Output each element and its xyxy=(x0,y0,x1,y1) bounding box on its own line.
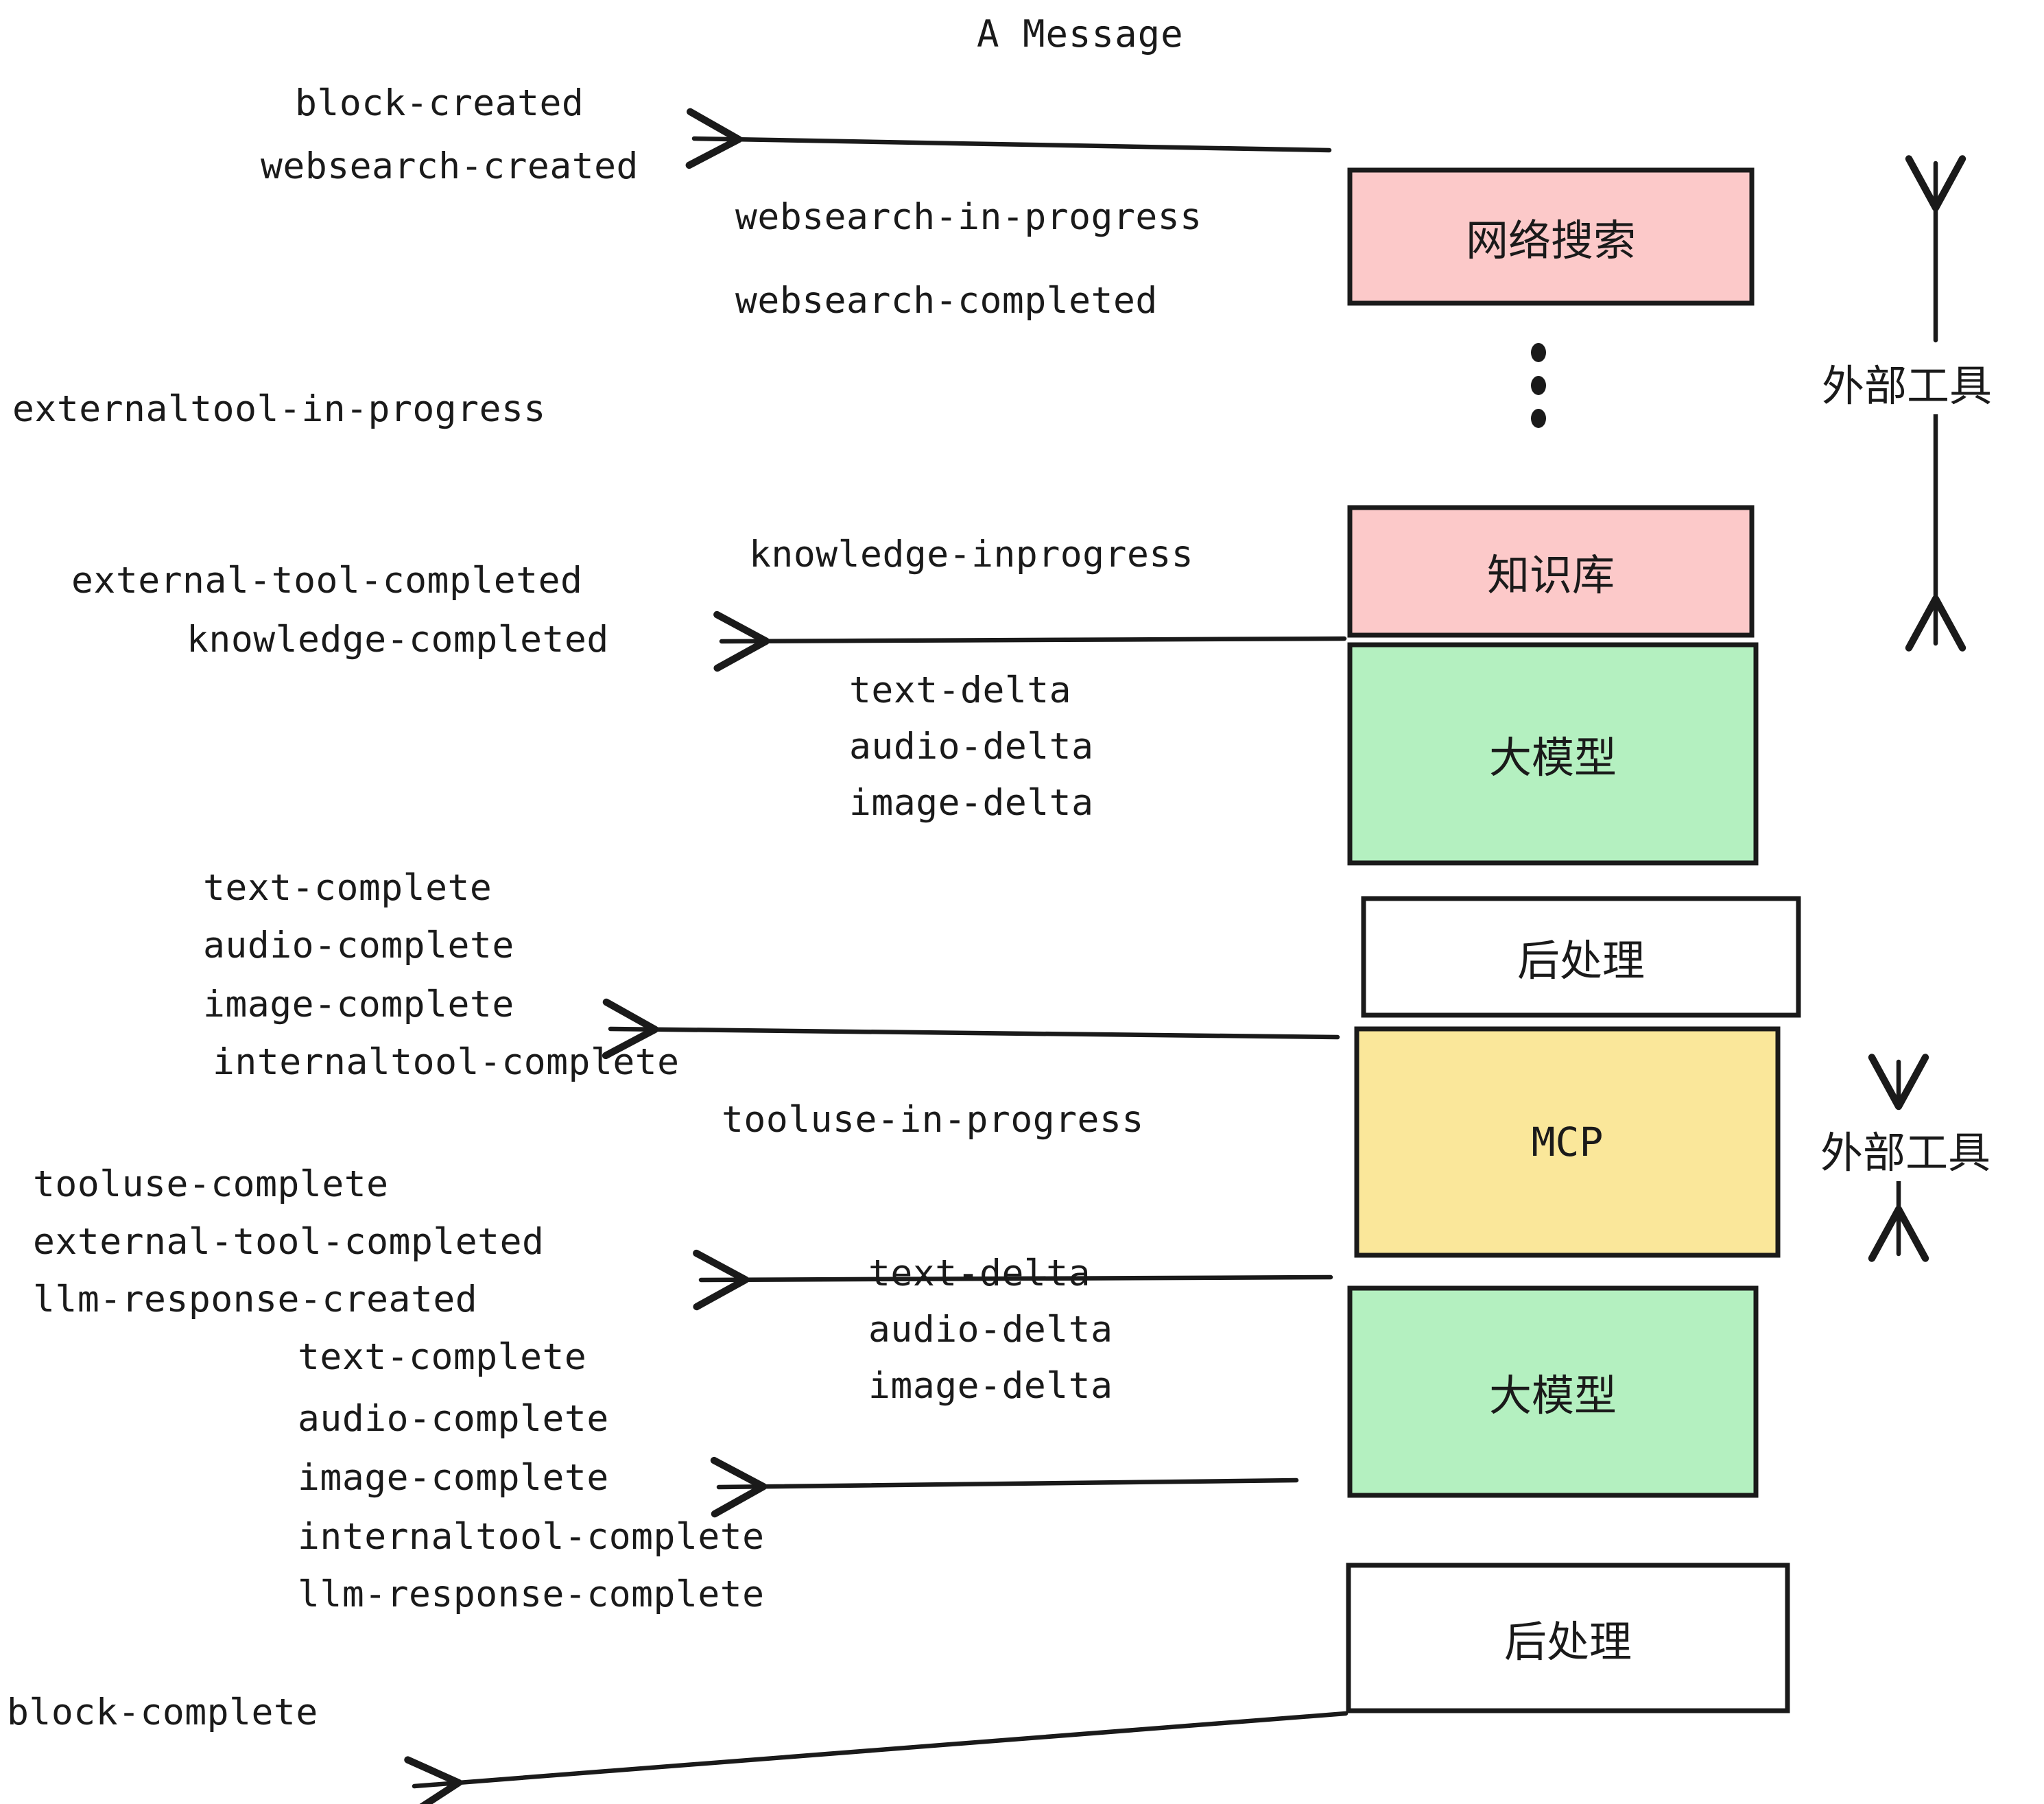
event-label-external-tool-completed-2: external-tool-completed xyxy=(33,1221,545,1263)
event-label-internaltool-complete-2: internaltool-complete xyxy=(298,1516,765,1558)
event-label-external-tool-completed-1: external-tool-completed xyxy=(71,560,583,602)
block-created-arrow xyxy=(685,108,1332,169)
tooluse-complete-arrow xyxy=(693,1249,1333,1311)
event-label-image-complete-2: image-complete xyxy=(298,1457,609,1499)
event-arrows xyxy=(404,108,1348,1804)
event-label-websearch-in-progress: websearch-in-progress xyxy=(735,196,1202,238)
audio-complete-arrow xyxy=(710,1456,1299,1518)
event-label-audio-delta-2: audio-delta xyxy=(868,1309,1113,1351)
box-postprocess-1 xyxy=(1361,896,1801,1018)
block-complete-arrow xyxy=(404,1711,1348,1804)
scope-label-external-tools-bottom: 外部工具 xyxy=(1818,1117,1994,1181)
page-title: A Message xyxy=(977,12,1184,56)
box-mcp xyxy=(1354,1026,1781,1258)
ellipsis-dot-3 xyxy=(1531,409,1546,428)
box-websearch xyxy=(1347,167,1755,306)
event-label-internaltool-complete-1: internaltool-complete xyxy=(213,1041,680,1083)
event-label-text-delta-2: text-delta xyxy=(868,1253,1091,1294)
scope-label-external-tools-top: 外部工具 xyxy=(1819,350,1995,414)
box-knowledge xyxy=(1347,505,1755,638)
event-label-llm-response-created: llm-response-created xyxy=(33,1279,478,1320)
event-label-image-complete-1: image-complete xyxy=(203,984,514,1025)
event-label-tooluse-in-progress: tooluse-in-progress xyxy=(722,1099,1144,1141)
event-label-websearch-completed: websearch-completed xyxy=(735,280,1158,322)
scope-arrows xyxy=(1868,155,1966,1262)
box-postprocess-2 xyxy=(1346,1563,1790,1713)
event-label-block-created: block-created xyxy=(295,82,584,124)
event-label-text-delta-1: text-delta xyxy=(849,669,1072,711)
event-label-audio-complete-2: audio-complete xyxy=(298,1398,609,1440)
ellipsis-dots xyxy=(1531,343,1546,428)
event-label-image-delta-2: image-delta xyxy=(868,1365,1113,1407)
event-label-knowledge-inprogress: knowledge-inprogress xyxy=(749,534,1194,575)
node-boxes xyxy=(1346,167,1801,1713)
box-llm-2 xyxy=(1347,1285,1759,1498)
event-label-knowledge-completed: knowledge-completed xyxy=(187,619,609,661)
event-label-externaltool-in-progress: externaltool-in-progress xyxy=(12,388,546,430)
event-label-websearch-created: websearch-created xyxy=(261,145,639,187)
event-label-image-delta-1: image-delta xyxy=(849,782,1094,824)
box-llm-1 xyxy=(1347,642,1759,866)
image-complete-arrow xyxy=(602,998,1340,1060)
knowledge-completed-arrow xyxy=(713,610,1347,672)
event-label-audio-complete-1: audio-complete xyxy=(203,925,514,966)
event-label-block-complete: block-complete xyxy=(7,1692,318,1733)
ellipsis-dot-1 xyxy=(1531,343,1546,362)
event-label-text-complete-2: text-complete xyxy=(298,1336,587,1378)
ellipsis-dot-2 xyxy=(1531,376,1546,395)
event-label-audio-delta-1: audio-delta xyxy=(849,726,1094,768)
event-label-llm-response-complete: llm-response-complete xyxy=(298,1574,765,1615)
event-label-text-complete-1: text-complete xyxy=(203,867,492,909)
event-label-tooluse-complete: tooluse-complete xyxy=(33,1163,389,1205)
